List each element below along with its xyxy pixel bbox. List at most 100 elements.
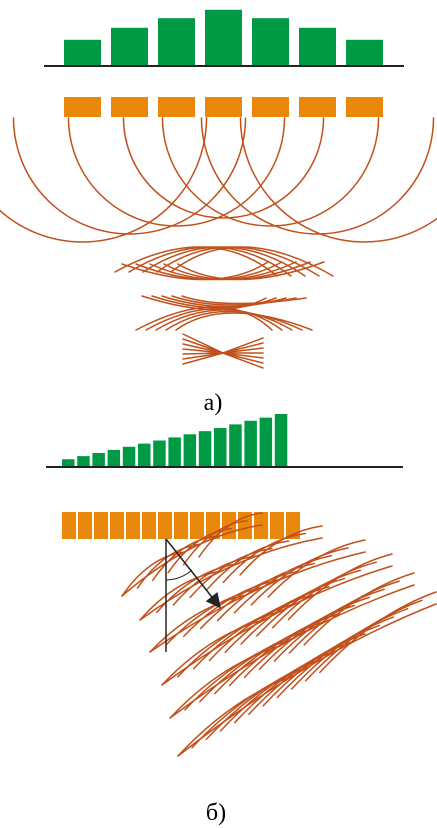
steered-wavefront	[169, 645, 281, 719]
transducer-element	[111, 97, 148, 117]
amplitude-bar	[229, 424, 242, 466]
transducer-elements-a	[64, 97, 383, 117]
steered-wavefront	[273, 588, 385, 662]
steered-wavefront	[177, 603, 437, 757]
transducer-element	[190, 512, 204, 539]
beam-direction-arrow	[165, 538, 221, 609]
steered-wavefront	[239, 525, 323, 576]
wavefronts-b	[121, 512, 437, 757]
amplitude-bar	[158, 18, 195, 65]
steered-wavefront	[233, 554, 332, 614]
converging-wavefront	[170, 246, 334, 277]
wavefront-arc	[0, 117, 208, 243]
steered-wavefront	[169, 584, 415, 719]
amplitude-bar	[299, 27, 336, 65]
converging-wavefront	[165, 310, 303, 331]
wavefront-arc	[161, 117, 380, 227]
steered-wavefront	[287, 553, 393, 621]
panel-b: б)	[46, 414, 437, 826]
steered-wavefront	[228, 612, 341, 687]
caption-a: а)	[204, 390, 223, 416]
steered-wavefront	[250, 547, 349, 606]
amplitude-bar	[62, 459, 75, 466]
amplitude-bar	[153, 440, 166, 466]
converging-wavefront	[155, 309, 293, 331]
focal-ray	[182, 333, 264, 369]
steered-wavefront	[172, 555, 257, 606]
steered-wavefront	[189, 547, 273, 599]
amplitude-bar	[252, 18, 289, 65]
steered-wavefront	[139, 537, 323, 621]
converging-wavefront	[177, 261, 325, 281]
wavefront-arc	[239, 117, 437, 243]
amplitude-bar	[107, 449, 121, 466]
steering-angle-arc	[165, 569, 193, 581]
converging-wavefront	[175, 312, 313, 331]
transducer-element	[270, 512, 284, 539]
amplitude-bar	[214, 428, 227, 466]
amplitude-bar	[183, 434, 197, 466]
amplitude-bar	[205, 9, 242, 66]
converging-wavefront	[181, 295, 307, 305]
steered-wavefront	[288, 580, 400, 654]
transducer-element	[94, 512, 108, 539]
amplitude-bar	[244, 420, 257, 466]
transducer-element	[126, 512, 140, 539]
steered-wavefront	[213, 621, 326, 695]
steered-wavefront	[258, 596, 371, 670]
panel-a: а)	[0, 9, 437, 416]
wavefront-arc	[200, 117, 435, 235]
transducer-element	[299, 97, 336, 117]
amplitude-bar	[168, 437, 181, 466]
steered-wavefront	[205, 540, 290, 591]
amplitude-bar	[77, 456, 90, 466]
steered-wavefront	[121, 524, 263, 597]
amplitude-bar	[198, 431, 212, 466]
focal-ray	[182, 337, 264, 365]
transducer-element	[158, 512, 172, 539]
amplitude-bar	[138, 443, 151, 466]
wavefront-arc	[122, 117, 325, 219]
steered-wavefront	[198, 512, 263, 558]
converging-wavefront	[135, 306, 273, 331]
transducer-element	[142, 512, 156, 539]
steered-wavefront	[222, 532, 307, 584]
transducer-element	[78, 512, 92, 539]
transducer-elements-b	[62, 512, 300, 539]
amplitude-bar	[259, 417, 273, 466]
steered-wavefront	[319, 591, 437, 674]
steered-wavefront	[199, 629, 311, 703]
transducer-element	[158, 97, 195, 117]
steered-wavefront	[256, 569, 362, 637]
transducer-element	[205, 97, 242, 117]
amplitude-bar	[346, 39, 383, 65]
transducer-element	[64, 97, 101, 117]
transducer-element	[252, 97, 289, 117]
wavefront-arc	[12, 117, 247, 235]
steered-wavefront	[243, 604, 356, 679]
steered-wavefront	[271, 561, 377, 629]
steered-wavefront	[304, 599, 423, 682]
steered-wavefront	[303, 572, 415, 646]
amplitude-bar	[111, 27, 148, 65]
wavefront-arc	[67, 117, 286, 227]
transducer-element	[62, 512, 76, 539]
amplitude-bar	[274, 414, 288, 466]
steered-wavefront	[290, 607, 409, 690]
steered-wavefront	[182, 520, 248, 566]
amplitude-bars-a	[64, 9, 383, 66]
steered-wavefront	[276, 616, 395, 699]
caption-b: б)	[206, 800, 226, 826]
steered-wavefront	[161, 565, 393, 686]
transducer-element	[346, 97, 383, 117]
transducer-element	[174, 512, 188, 539]
amplitude-bar	[64, 39, 101, 65]
amplitude-bar	[122, 446, 136, 466]
steered-wavefront	[139, 570, 223, 621]
amplitude-bars-b	[62, 414, 288, 466]
amplitude-bar	[92, 453, 105, 466]
steered-wavefront	[155, 562, 240, 614]
steered-wavefront	[149, 551, 366, 653]
wavefronts-a	[0, 117, 437, 369]
